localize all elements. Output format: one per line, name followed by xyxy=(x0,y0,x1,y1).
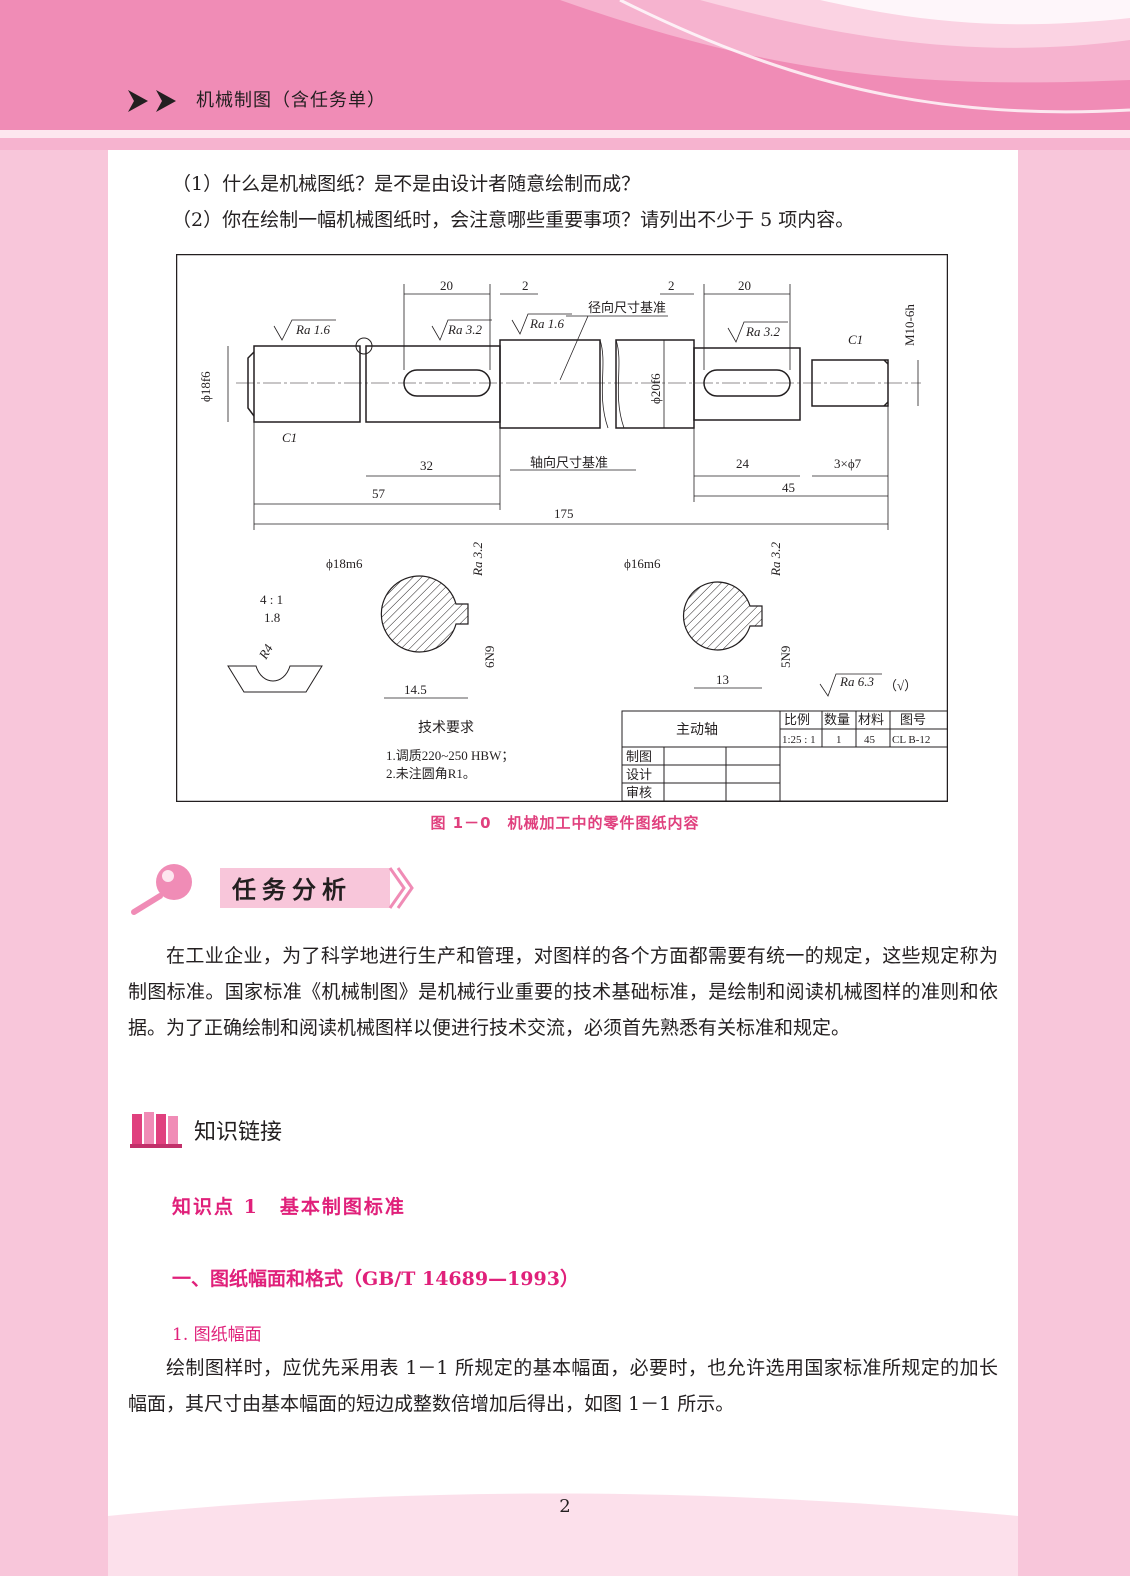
phi16m6: ϕ16m6 xyxy=(624,556,661,571)
sec-ra-left: Ra 3.2 xyxy=(470,542,485,577)
row-draw: 制图 xyxy=(626,749,652,764)
ra-1-6-mid: Ra 1.6 xyxy=(529,316,564,331)
scale-4-1: 4 : 1 xyxy=(260,592,283,607)
row-check: 审核 xyxy=(626,785,652,800)
ra-3-2-right: Ra 3.2 xyxy=(745,324,780,339)
phi18f6: ϕ18f6 xyxy=(198,371,213,402)
val-drawing-no: CL B-12 xyxy=(892,734,930,746)
dim-13: 13 xyxy=(716,672,729,687)
ra-3-2-left: Ra 3.2 xyxy=(447,322,482,337)
radial-datum-label: 径向尺寸基准 xyxy=(588,300,666,315)
question-1: （1）什么是机械图纸？是不是由设计者随意绘制而成？ xyxy=(172,173,641,195)
footer-wave xyxy=(108,1493,1018,1576)
question-2: （2）你在绘制一幅机械图纸时，会注意哪些重要事项？请列出不少于 5 项内容。 xyxy=(172,209,855,231)
col-drawing-no: 图号 xyxy=(900,712,926,727)
dim-3phi7: 3×ϕ7 xyxy=(834,456,862,471)
r4-label: R4 xyxy=(255,641,276,662)
phi18m6: ϕ18m6 xyxy=(326,556,363,571)
heading-1-1: 1. 图纸幅面 xyxy=(172,1325,262,1345)
books-icon xyxy=(130,1112,182,1148)
dim-45: 45 xyxy=(782,480,795,495)
tech-title: 技术要求 xyxy=(418,720,474,736)
tech-item-1: 1.调质220~250 HBW； xyxy=(386,748,514,764)
val-qty: 1 xyxy=(836,734,842,746)
tech-item-2: 2.未注圆角R1。 xyxy=(386,766,476,781)
6n9: 6N9 xyxy=(482,646,497,668)
dim-175: 175 xyxy=(554,506,574,521)
val-material: 45 xyxy=(864,734,876,746)
dim-57: 57 xyxy=(372,486,386,501)
dim-14-5: 14.5 xyxy=(404,682,427,697)
ra-1-6-left: Ra 1.6 xyxy=(295,322,330,337)
col-material: 材料 xyxy=(858,712,884,727)
book-title: 机械制图（含任务单） xyxy=(196,90,386,111)
body-paragraph: 绘制图样时，应优先采用表 1－1 所规定的基本幅面，必要时，也允许选用国家标准所… xyxy=(128,1357,998,1415)
sec-ra-right: Ra 3.2 xyxy=(768,542,783,577)
val-scale: 1:25 : 1 xyxy=(782,734,816,746)
knowledge-point-heading: 知识点 1 基本制图标准 xyxy=(172,1196,406,1218)
phi20f6: ϕ20f6 xyxy=(648,373,663,404)
c1-left: C1 xyxy=(282,430,297,445)
ra-6-3: Ra 6.3 xyxy=(839,674,874,689)
c1-right: C1 xyxy=(848,332,863,347)
figure-caption: 图 1－0 机械加工中的零件图纸内容 xyxy=(430,814,700,832)
right-margin-band xyxy=(1018,150,1130,1576)
page-number: 2 xyxy=(559,1496,571,1517)
dim-32: 32 xyxy=(420,458,433,473)
row-design: 设计 xyxy=(626,767,652,782)
task-paragraph: 在工业企业，为了科学地进行生产和管理，对图样的各个方面都需要有统一的规定，这些规… xyxy=(128,945,998,1039)
m10-6h: M10-6h xyxy=(902,304,917,346)
dim-2-right: 2 xyxy=(668,278,675,293)
chevron-arrows-icon xyxy=(128,90,176,112)
col-qty: 数量 xyxy=(824,712,850,727)
dim-2-left: 2 xyxy=(522,278,529,293)
ra-6-3-paren: （√） xyxy=(884,678,917,693)
heading-1: 一、图纸幅面和格式（GB/T 14689—1993） xyxy=(172,1268,579,1290)
part-name: 主动轴 xyxy=(676,722,718,738)
axial-datum-label: 轴向尺寸基准 xyxy=(530,455,608,470)
left-margin-band xyxy=(0,150,108,1576)
task-analysis-banner xyxy=(131,864,414,915)
dim-20-right: 20 xyxy=(738,278,751,293)
col-scale: 比例 xyxy=(784,712,810,727)
header-banner xyxy=(0,0,1130,150)
shaft-drawing: 20 2 2 20 Ra 1.6 Ra 3.2 Ra 1.6 Ra 3.2 径向… xyxy=(176,254,948,802)
dim-24: 24 xyxy=(736,456,750,471)
dim-1-8: 1.8 xyxy=(264,610,280,625)
section-knowledge-title: 知识链接 xyxy=(194,1120,283,1145)
section-task-title: 任务分析 xyxy=(232,875,352,904)
5n9: 5N9 xyxy=(778,646,793,668)
dim-20-left: 20 xyxy=(440,278,453,293)
